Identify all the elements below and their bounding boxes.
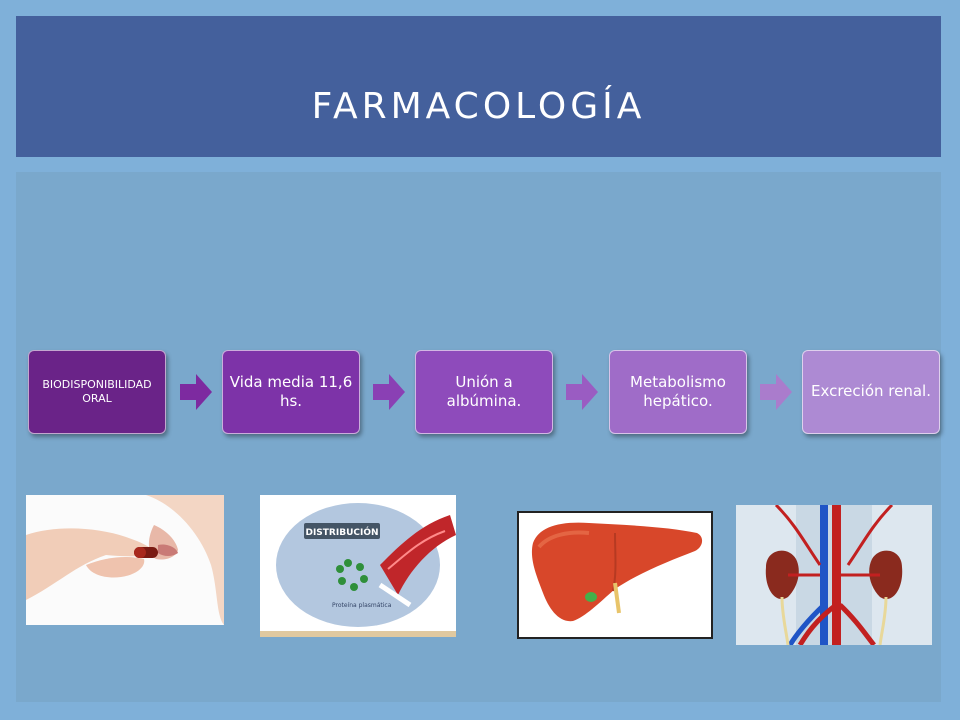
arrow-right-icon [566,374,598,410]
liver-image [517,511,713,639]
arrow-right-icon [180,374,212,410]
arrow-right-icon [373,374,405,410]
step-biodisponibilidad: BIODISPONIBILIDAD ORAL [28,350,166,434]
distribution-image: DISTRIBUCIÓN Proteína plasmática [260,495,456,637]
step-metabolismo: Metabolismo hepático. [609,350,747,434]
title-banner: FARMACOLOGÍA [16,16,941,157]
protein-label: Proteína plasmática [332,602,392,609]
step-label: Vida media 11,6 hs. [229,372,353,411]
kidney-image [736,505,932,645]
step-label: Excreción renal. [811,382,931,401]
step-label: BIODISPONIBILIDAD ORAL [42,377,152,405]
pill-mouth-image [26,495,224,625]
distribution-label: DISTRIBUCIÓN [305,526,378,538]
arrow-right-icon [760,374,792,410]
step-label: Unión a albúmina. [446,372,522,411]
slide-title: FARMACOLOGÍA [311,86,646,127]
step-label: Metabolismo hepático. [630,372,726,411]
step-vida-media: Vida media 11,6 hs. [222,350,360,434]
step-excrecion: Excreción renal. [802,350,940,434]
step-union-albumina: Unión a albúmina. [415,350,553,434]
